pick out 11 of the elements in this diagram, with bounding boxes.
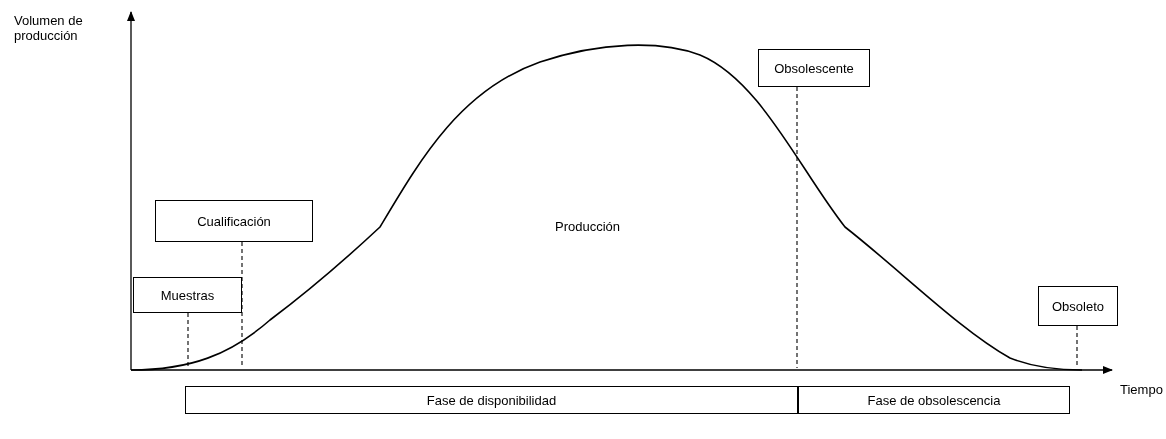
leader-line [187, 312, 189, 369]
stage-box: Obsolescente [758, 49, 870, 87]
stage-box: Muestras [133, 277, 242, 313]
axis-label: Volumen de producción [14, 13, 84, 43]
region-label: Producción [555, 219, 621, 234]
stage-box: Obsoleto [1038, 286, 1118, 326]
phase-bar: Fase de obsolescencia [798, 386, 1070, 414]
leader-line [796, 86, 798, 369]
phase-bar: Fase de disponibilidad [185, 386, 798, 414]
stage-box: Cualificación [155, 200, 313, 242]
axis-label: Tiempo [1120, 382, 1163, 397]
